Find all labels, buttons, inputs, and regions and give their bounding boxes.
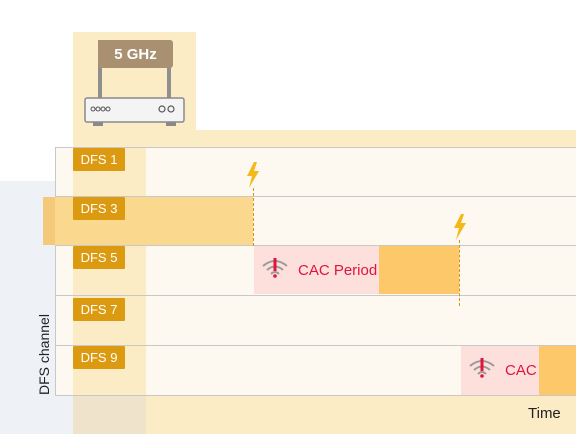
y-axis-line — [55, 147, 56, 396]
dfs9-cac-period: CAC — [461, 346, 539, 395]
dfs9-operating-period — [539, 346, 576, 395]
channel-label-dfs5: DFS 5 — [73, 246, 125, 269]
top-strip — [73, 130, 576, 147]
wifi-alert-icon — [467, 356, 497, 385]
dfs5-cac-period: CAC Period — [254, 246, 379, 294]
dfs3-active-edge — [43, 197, 55, 245]
row-divider — [55, 295, 576, 296]
y-axis-label: DFS channel — [36, 314, 52, 395]
row-divider — [55, 196, 576, 197]
wifi-alert-icon — [260, 256, 290, 285]
row-divider — [55, 245, 576, 246]
channel-label-dfs1: DFS 1 — [73, 148, 125, 171]
row-divider — [55, 345, 576, 346]
lightning-bolt-icon — [453, 214, 467, 245]
channel-label-dfs9: DFS 9 — [73, 346, 125, 369]
row-divider — [55, 147, 576, 148]
x-axis-line — [55, 395, 576, 396]
dfs5-operating-period — [379, 246, 459, 294]
router-icon — [73, 32, 196, 130]
x-axis-label: Time — [528, 405, 561, 422]
time-axis-corner — [73, 396, 146, 434]
time-axis-strip — [146, 396, 576, 434]
channel-label-dfs3: DFS 3 — [73, 197, 125, 220]
radar-event-line — [253, 188, 254, 246]
cac-period-label: CAC Period — [298, 261, 378, 279]
lightning-bolt-icon — [246, 162, 260, 193]
channel-label-dfs7: DFS 7 — [73, 298, 125, 321]
cac-label: CAC — [505, 362, 537, 379]
band-label: 5 GHz — [98, 40, 173, 68]
radar-event-line — [459, 240, 460, 306]
